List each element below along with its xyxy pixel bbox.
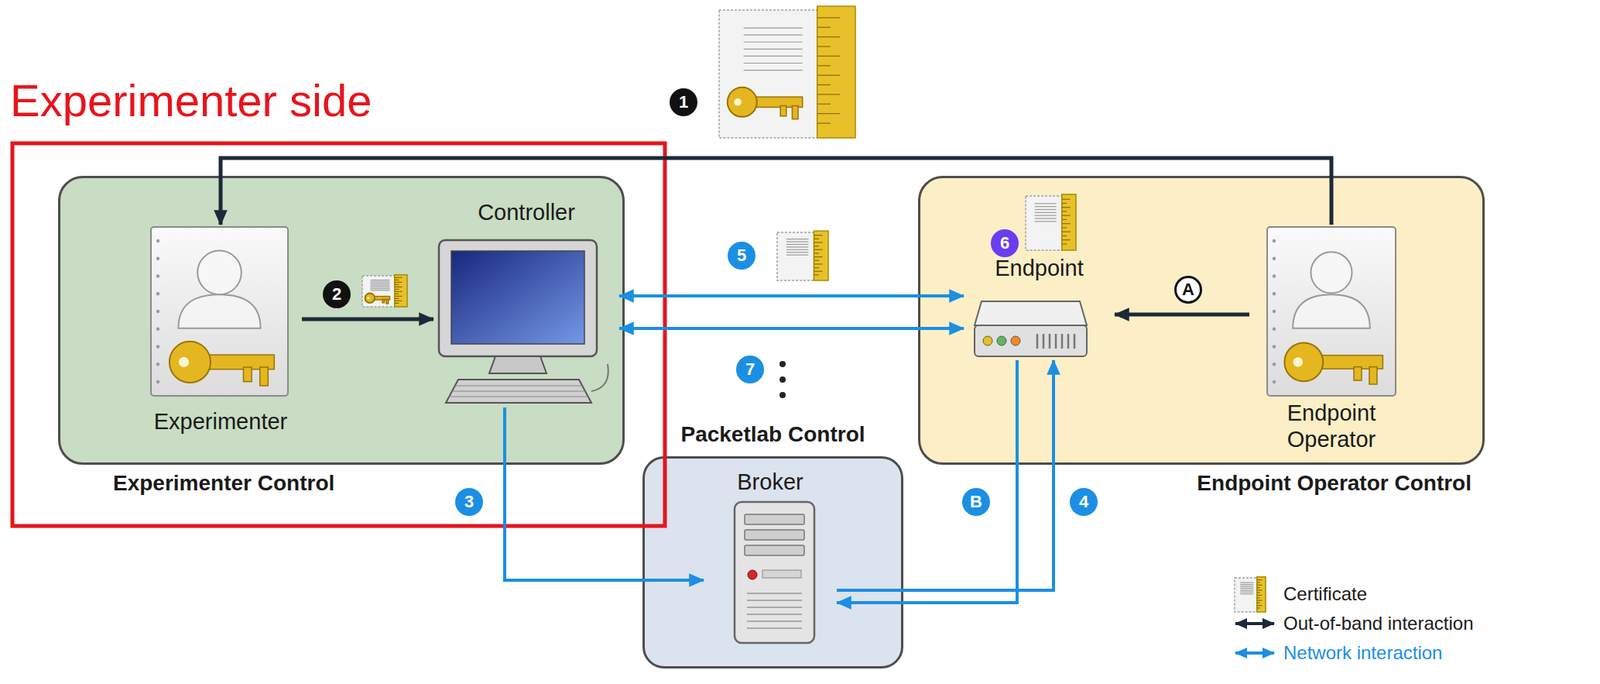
node-label: Controller [477, 199, 576, 227]
key-symbol [727, 87, 803, 120]
callout-number: 4 [1069, 487, 1098, 516]
out-of-band-arrow [301, 317, 434, 322]
highlight-frame [12, 143, 665, 526]
region-heading: Endpoint Operator Control [920, 469, 1483, 497]
callout-number: 2 [322, 280, 351, 309]
node-label: Endpoint Operator [1249, 400, 1414, 453]
network-arrow [504, 407, 704, 580]
key-symbol [1284, 342, 1383, 385]
control-region: Endpoint Operator ControlEndpointEndpoin… [918, 175, 1485, 465]
legend-text: Network interaction [1283, 637, 1474, 668]
legend-certificate-icon [1234, 576, 1266, 612]
region-heading: Experimenter Control [113, 469, 675, 497]
computer-icon [438, 239, 609, 403]
region-heading: Packetlab Control [644, 421, 902, 448]
legend-line-sample [1235, 621, 1275, 625]
person-card-icon [150, 226, 288, 396]
ellipsis-dot [779, 391, 786, 398]
network-arrow [836, 359, 1054, 590]
network-arrow [619, 326, 964, 330]
controller-computer: Controller [433, 199, 620, 408]
ellipsis-dot [779, 360, 786, 367]
control-region: Packetlab ControlBroker [642, 455, 904, 669]
legend-text: Certificate [1283, 579, 1474, 609]
callout-number: 3 [455, 487, 484, 516]
callout-number: B [962, 487, 991, 516]
experimenter-icon: Experimenter [139, 224, 302, 436]
out-of-band-arrow [220, 157, 1332, 225]
endpoint-device: Endpoint [963, 255, 1115, 360]
ellipsis-dot [779, 376, 786, 383]
callout-number: 1 [669, 88, 698, 117]
callout-number: 7 [736, 355, 765, 384]
certificate-icon [777, 230, 829, 281]
network-arrow [619, 294, 964, 298]
node-label: Experimenter [154, 408, 288, 436]
out-of-band-arrow [1114, 312, 1250, 317]
control-region: Experimenter ControlExperimenterControll… [58, 175, 625, 465]
side-label: Experimenter side [10, 75, 372, 126]
legend-line-sample [1235, 650, 1275, 655]
callout-number: 6 [990, 229, 1019, 257]
certificate-icon [719, 6, 856, 138]
operator-icon: Endpoint Operator [1249, 224, 1414, 453]
legend-text: Out-of-band interaction [1283, 608, 1474, 638]
legend: CertificateOut-of-band interactionNetwor… [1283, 579, 1474, 668]
broker-server: Broker [703, 469, 837, 653]
person-card-icon [1267, 226, 1396, 396]
certificate-icon [1025, 194, 1076, 251]
node-label: Broker [736, 469, 803, 496]
certificate-icon [362, 274, 408, 307]
key-symbol [365, 293, 391, 304]
endpoint-device-icon [974, 301, 1087, 357]
node-label: Endpoint [994, 255, 1084, 282]
server-icon [734, 501, 815, 643]
callout-number: A [1174, 275, 1203, 304]
network-arrow [836, 359, 1018, 603]
callout-number: 5 [727, 241, 756, 270]
key-symbol [169, 341, 275, 386]
